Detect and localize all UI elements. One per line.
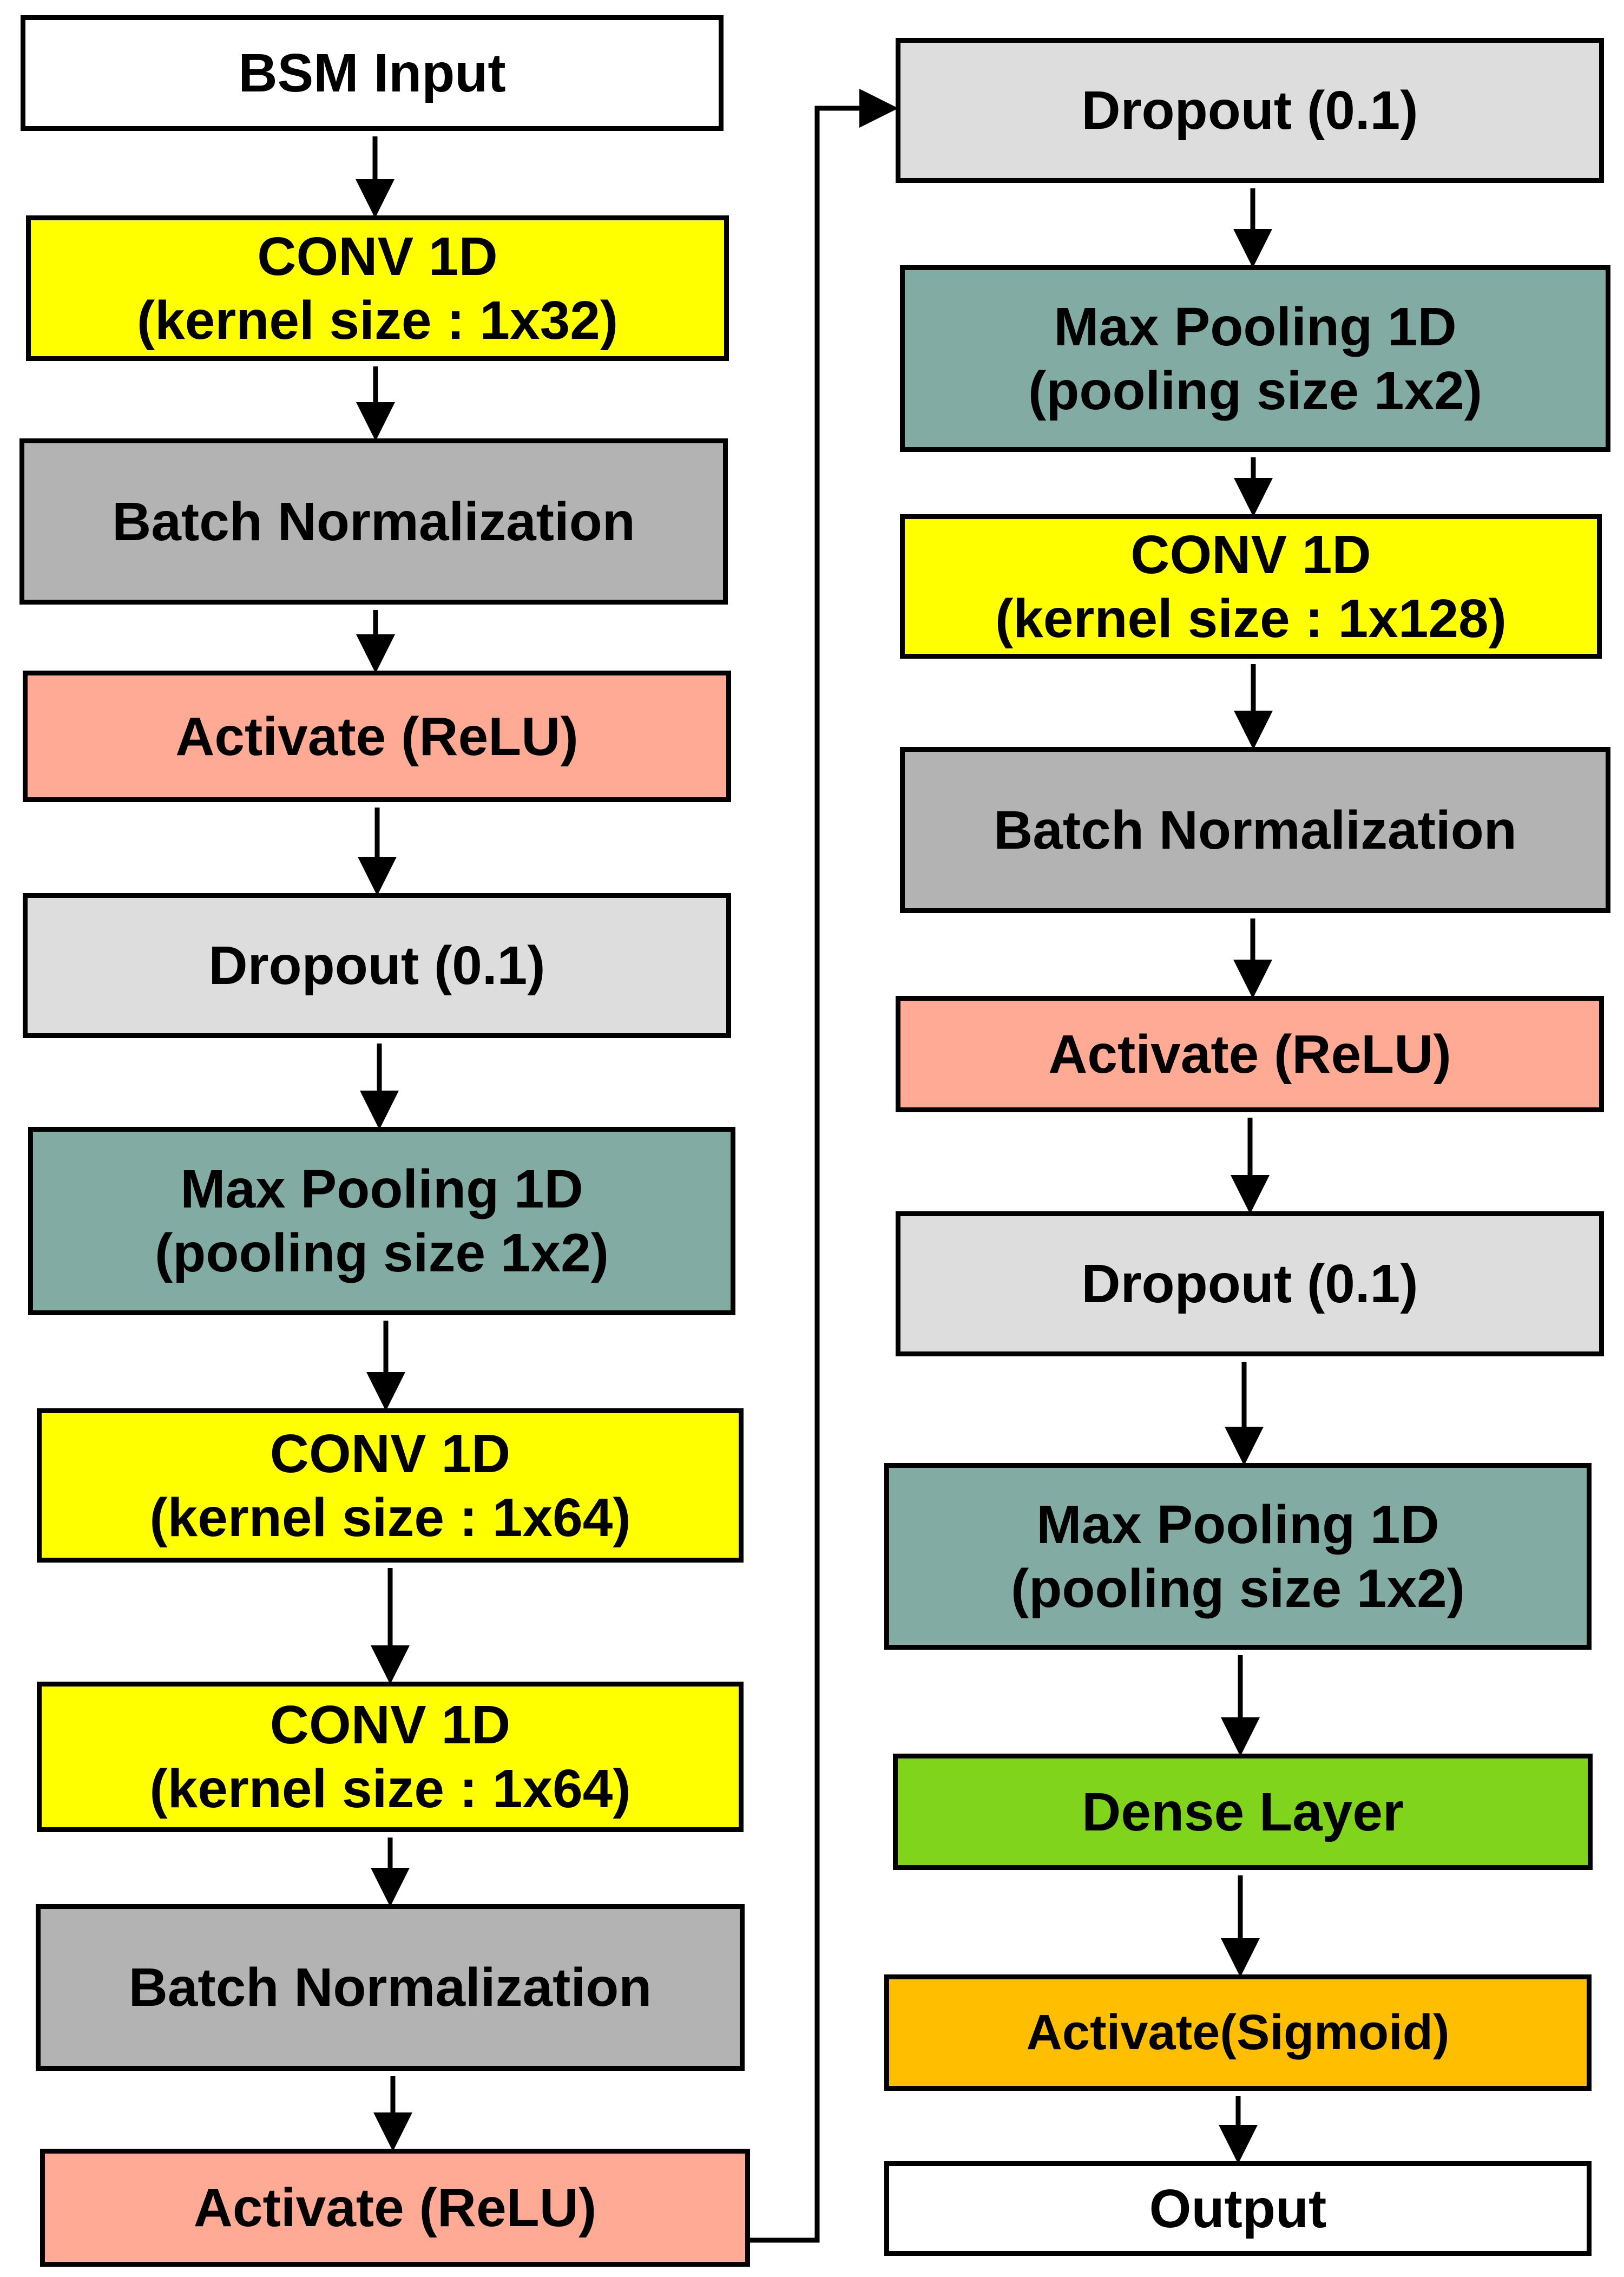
- right-column-block-9-activate-sigmoid: Activate(Sigmoid): [884, 1974, 1592, 2091]
- block-label-line: CONV 1D: [1130, 524, 1371, 585]
- block-label-line: CONV 1D: [269, 1695, 511, 1755]
- block-label-line: (kernel size : 1x64): [149, 1487, 631, 1548]
- block-label-line: Max Pooling 1D: [1036, 1494, 1439, 1555]
- right-column-block-6-dropout-0-1: Dropout (0.1): [896, 1211, 1604, 1356]
- block-label-line: Dropout (0.1): [208, 935, 545, 996]
- block-label-line: (kernel size : 1x32): [136, 290, 619, 351]
- left-column-block-8-conv-1d: CONV 1D(kernel size : 1x64): [37, 1682, 744, 1832]
- block-label-line: (pooling size 1x2): [1010, 1558, 1465, 1619]
- block-label-line: Output: [1149, 2178, 1327, 2239]
- block-label-line: Max Pooling 1D: [180, 1159, 583, 1219]
- block-label-line: (pooling size 1x2): [154, 1223, 609, 1283]
- block-label-line: (pooling size 1x2): [1028, 360, 1482, 421]
- left-column-block-10-activate-relu: Activate (ReLU): [40, 2149, 750, 2267]
- right-column-block-7-max-pooling-1d: Max Pooling 1D(pooling size 1x2): [884, 1463, 1592, 1650]
- right-column-block-10-output: Output: [884, 2161, 1592, 2256]
- right-column-block-8-dense-layer: Dense Layer: [893, 1754, 1593, 1870]
- column-connector-arrow: [750, 89, 898, 2243]
- block-label-line: Dense Layer: [1082, 1781, 1404, 1842]
- block-label-line: Batch Normalization: [994, 799, 1517, 861]
- block-label-line: (kernel size : 1x128): [995, 588, 1507, 649]
- block-label-line: Batch Normalization: [112, 491, 635, 552]
- block-label-line: Activate (ReLU): [193, 2177, 597, 2238]
- block-label-line: (kernel size : 1x64): [149, 1758, 631, 1819]
- left-column-block-4-activate-relu: Activate (ReLU): [23, 671, 731, 802]
- block-label-line: CONV 1D: [269, 1423, 511, 1484]
- block-label-line: Activate(Sigmoid): [1026, 2005, 1450, 2061]
- left-column-block-9-batch-normalization: Batch Normalization: [36, 1904, 745, 2071]
- block-label-line: Batch Normalization: [128, 1957, 652, 2018]
- block-label-line: Activate (ReLU): [1048, 1023, 1451, 1085]
- right-column-block-5-activate-relu: Activate (ReLU): [896, 996, 1604, 1112]
- block-label-line: BSM Input: [238, 43, 506, 103]
- left-column-block-1-bsm-input: BSM Input: [21, 15, 724, 131]
- right-column-block-1-dropout-0-1: Dropout (0.1): [896, 38, 1604, 183]
- block-label-line: Dropout (0.1): [1081, 80, 1418, 141]
- left-column-block-5-dropout-0-1: Dropout (0.1): [23, 893, 731, 1038]
- right-column-block-4-batch-normalization: Batch Normalization: [900, 747, 1610, 913]
- right-column-block-2-max-pooling-1d: Max Pooling 1D(pooling size 1x2): [900, 265, 1610, 452]
- block-label-line: Dropout (0.1): [1081, 1254, 1418, 1314]
- left-column-block-6-max-pooling-1d: Max Pooling 1D(pooling size 1x2): [28, 1127, 735, 1315]
- right-column-block-3-conv-1d: CONV 1D(kernel size : 1x128): [900, 514, 1602, 659]
- block-label-line: CONV 1D: [257, 226, 498, 287]
- left-column-block-3-batch-normalization: Batch Normalization: [19, 438, 728, 605]
- block-label-line: Max Pooling 1D: [1054, 296, 1457, 357]
- left-column-block-7-conv-1d: CONV 1D(kernel size : 1x64): [37, 1408, 744, 1563]
- block-label-line: Activate (ReLU): [175, 706, 578, 767]
- left-column-block-2-conv-1d: CONV 1D(kernel size : 1x32): [26, 215, 729, 361]
